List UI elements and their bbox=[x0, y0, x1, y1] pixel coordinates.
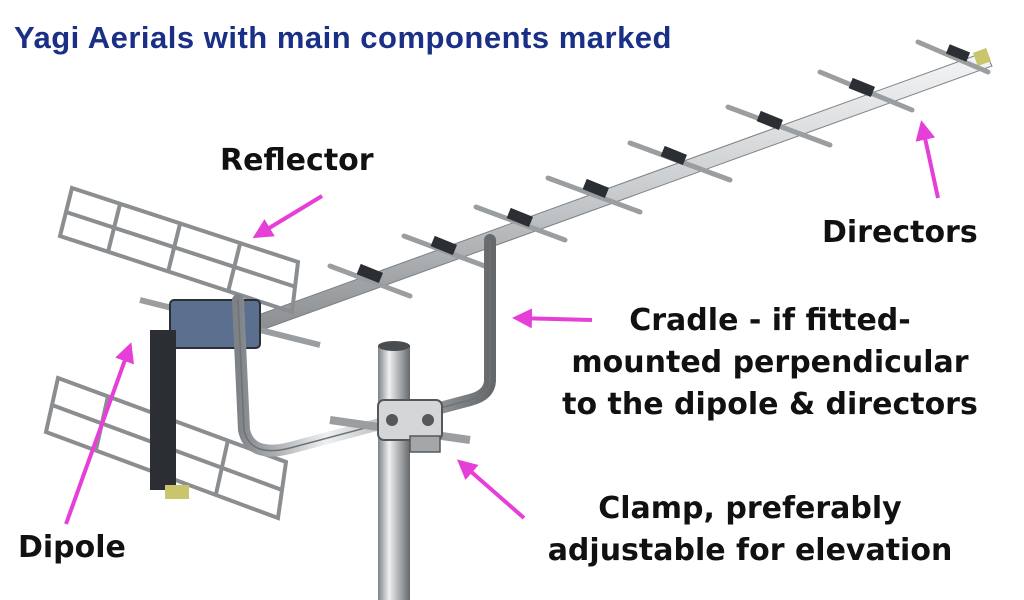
directors-label: Directors bbox=[822, 215, 978, 250]
mast bbox=[378, 341, 410, 600]
page-title: Yagi Aerials with main components marked bbox=[14, 20, 672, 55]
reflector-arrow bbox=[252, 194, 324, 239]
clamp-label-line-1: Clamp, preferably bbox=[598, 491, 902, 526]
dipole-label: Dipole bbox=[18, 530, 126, 565]
cradle-label: Cradle - if fitted- mounted perpendicula… bbox=[530, 300, 1010, 426]
clamp-arrow bbox=[456, 459, 526, 520]
reflector-frame-upper bbox=[57, 185, 301, 315]
director-insulators bbox=[356, 44, 971, 284]
clamp-label-line-2: adjustable for elevation bbox=[547, 533, 953, 568]
mast-clamp bbox=[329, 399, 471, 453]
clamp-label: Clamp, preferably adjustable for elevati… bbox=[520, 488, 980, 572]
reflector-label: Reflector bbox=[220, 143, 374, 178]
boom bbox=[249, 48, 993, 333]
cradle-label-line-2: mounted perpendicular bbox=[571, 345, 969, 380]
cradle-label-line-1: Cradle - if fitted- bbox=[629, 303, 911, 338]
directors-arrow bbox=[915, 120, 940, 199]
pointer-arrows bbox=[64, 120, 940, 525]
cradle-label-line-3: to the dipole & directors bbox=[562, 387, 978, 422]
dipole-arrow bbox=[64, 342, 134, 525]
cradle-arrow bbox=[512, 308, 593, 329]
